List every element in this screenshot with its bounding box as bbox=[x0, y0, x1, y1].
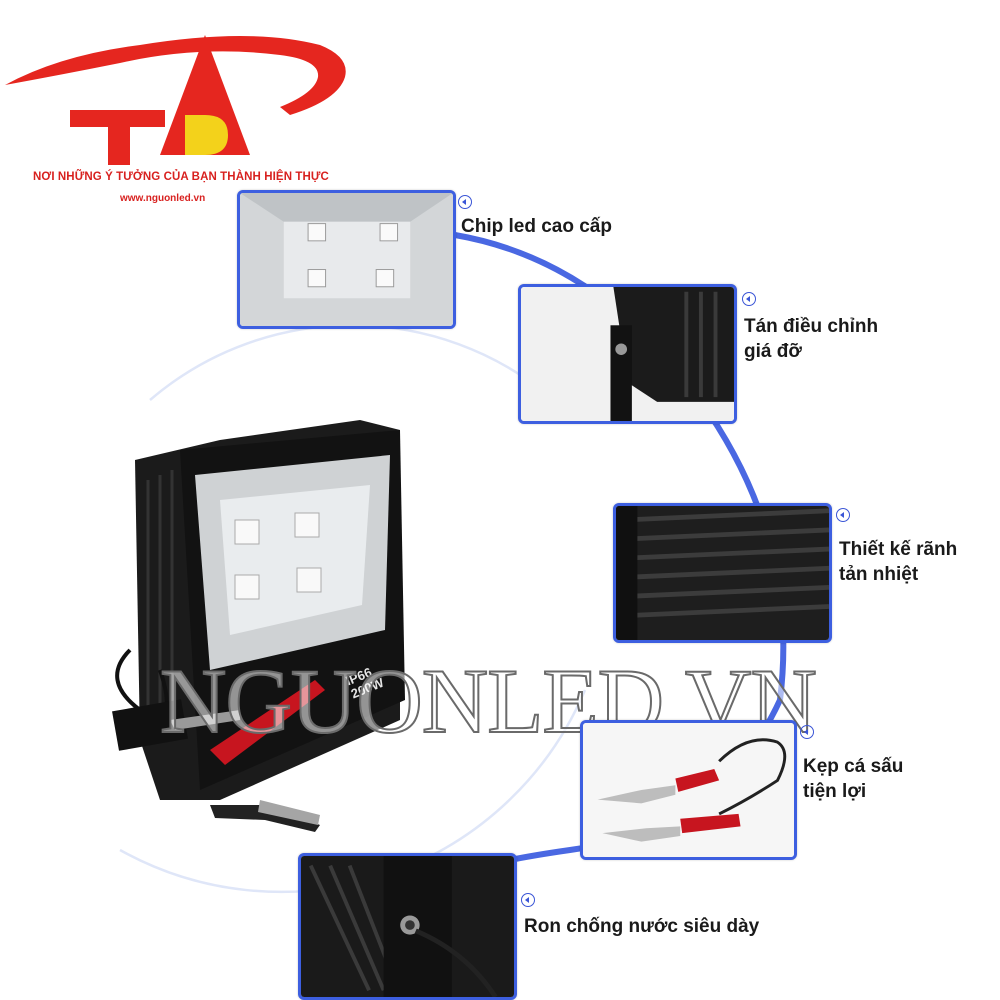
feature-heat-sink-line-2: tản nhiệt bbox=[839, 563, 919, 585]
logo-tagline: NƠI NHỮNG Ý TƯỞNG CỦA BẠN THÀNH HIỆN THỰ… bbox=[33, 171, 329, 183]
feature-heat-sink-line-1: Thiết kế rãnh bbox=[839, 539, 958, 560]
arrow-left-icon bbox=[742, 292, 756, 306]
floodlight-product-image: IP66 200W bbox=[100, 420, 440, 840]
feature-bracket-line-1: Tán điều chỉnh bbox=[744, 316, 879, 337]
feature-waterproof-gasket: Ron chống nước siêu dày bbox=[524, 915, 759, 940]
feature-bracket-line-2: giá đỡ bbox=[744, 340, 802, 362]
arrow-left-icon bbox=[836, 508, 850, 522]
feature-alligator-clips-line-2: tiện lợi bbox=[803, 780, 867, 802]
arrow-left-icon bbox=[521, 893, 535, 907]
feature-heat-sink: Thiết kế rãnh tản nhiệt bbox=[839, 538, 957, 587]
arrow-left-icon bbox=[800, 725, 814, 739]
inset-heat-sink bbox=[613, 503, 832, 643]
feature-alligator-clips: Kẹp cá sấu tiện lợi bbox=[803, 755, 903, 804]
logo-url: www.nguonled.vn bbox=[120, 193, 206, 204]
feature-chip-led-line-1: Chip led cao cấp bbox=[461, 216, 612, 237]
arrow-left-icon bbox=[458, 195, 472, 209]
feature-bracket: Tán điều chỉnh giá đỡ bbox=[744, 315, 878, 364]
inset-chip-led bbox=[237, 190, 456, 329]
feature-waterproof-gasket-line-1: Ron chống nước siêu dày bbox=[524, 916, 760, 937]
brand-logo bbox=[0, 15, 360, 175]
inset-alligator-clips bbox=[580, 720, 797, 860]
inset-waterproof-gasket bbox=[298, 853, 517, 1000]
feature-chip-led: Chip led cao cấp bbox=[461, 215, 612, 240]
feature-alligator-clips-line-1: Kẹp cá sấu bbox=[803, 756, 904, 777]
inset-bracket bbox=[518, 284, 737, 424]
